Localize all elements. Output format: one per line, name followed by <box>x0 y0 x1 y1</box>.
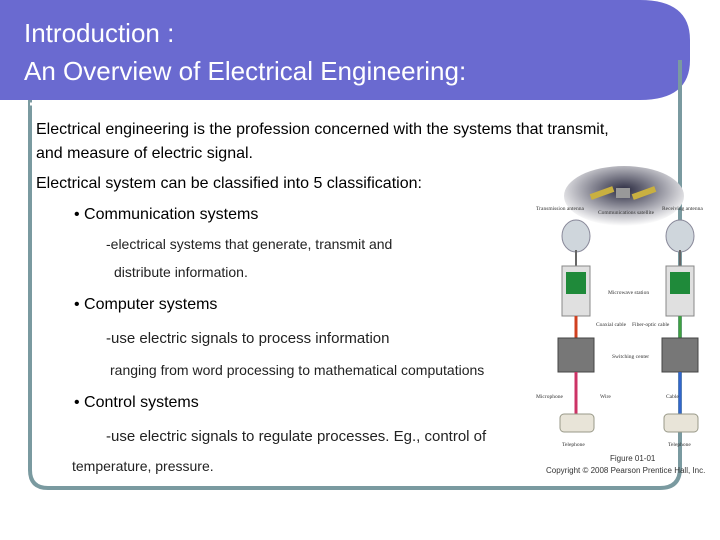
receiving-antenna-icon <box>665 219 695 268</box>
label-microphone: Microphone <box>536 394 563 400</box>
label-communications-satellite: Communications satellite <box>598 210 655 216</box>
label-transmission-antenna: Transmission antenna <box>536 206 584 212</box>
label-coaxial-cable: Coaxial cable <box>596 322 627 328</box>
computer-desc-2: ranging from word processing to mathemat… <box>110 362 485 378</box>
intro-paragraph: Electrical engineering is the profession… <box>36 121 609 162</box>
label-fiber-optic-cable: Fiber-optic cable <box>632 322 670 328</box>
label-wire: Wire <box>600 394 611 400</box>
telephone-left-icon <box>559 413 595 433</box>
slide-title: Introduction : An Overview of Electrical… <box>24 14 466 90</box>
microwave-tower-left-icon <box>561 265 591 317</box>
switching-center-left-icon <box>557 337 595 373</box>
figure-copyright: Copyright © 2008 Pearson Prentice Hall, … <box>546 466 706 475</box>
bullet-computer-systems: • Computer systems <box>74 296 218 313</box>
telephone-right-icon <box>663 413 699 433</box>
bullet-control-systems: • Control systems <box>74 394 199 411</box>
communication-desc-1: -electrical systems that generate, trans… <box>106 236 393 252</box>
bullet-communication-systems: • Communication systems <box>74 206 259 223</box>
label-telephone-right: Telephone <box>668 442 691 448</box>
communication-desc-2: distribute information. <box>114 264 248 280</box>
title-line-1: Introduction : <box>24 18 175 48</box>
label-microwave-station: Microwave station <box>608 290 649 296</box>
computer-desc-1: -use electric signals to process informa… <box>106 330 390 347</box>
figure-number: Figure 01-01 <box>610 454 656 463</box>
control-desc-2: temperature, pressure. <box>72 458 214 474</box>
label-switching-center: Switching center <box>612 354 649 360</box>
label-receiving-antenna: Receiving antenna <box>662 206 703 212</box>
control-desc-1: -use electric signals to regulate proces… <box>106 428 487 445</box>
classification-paragraph: Electrical system can be classified into… <box>36 175 422 192</box>
label-telephone-left: Telephone <box>562 442 585 448</box>
communication-system-figure: Transmission antenna Communications sate… <box>536 166 703 448</box>
satellite-icon <box>589 186 657 200</box>
transmission-antenna-icon <box>561 219 591 268</box>
microwave-tower-right-icon <box>665 265 695 317</box>
title-line-2: An Overview of Electrical Engineering: <box>24 56 467 86</box>
switching-center-right-icon <box>661 337 699 373</box>
label-cable: Cable <box>666 394 679 400</box>
